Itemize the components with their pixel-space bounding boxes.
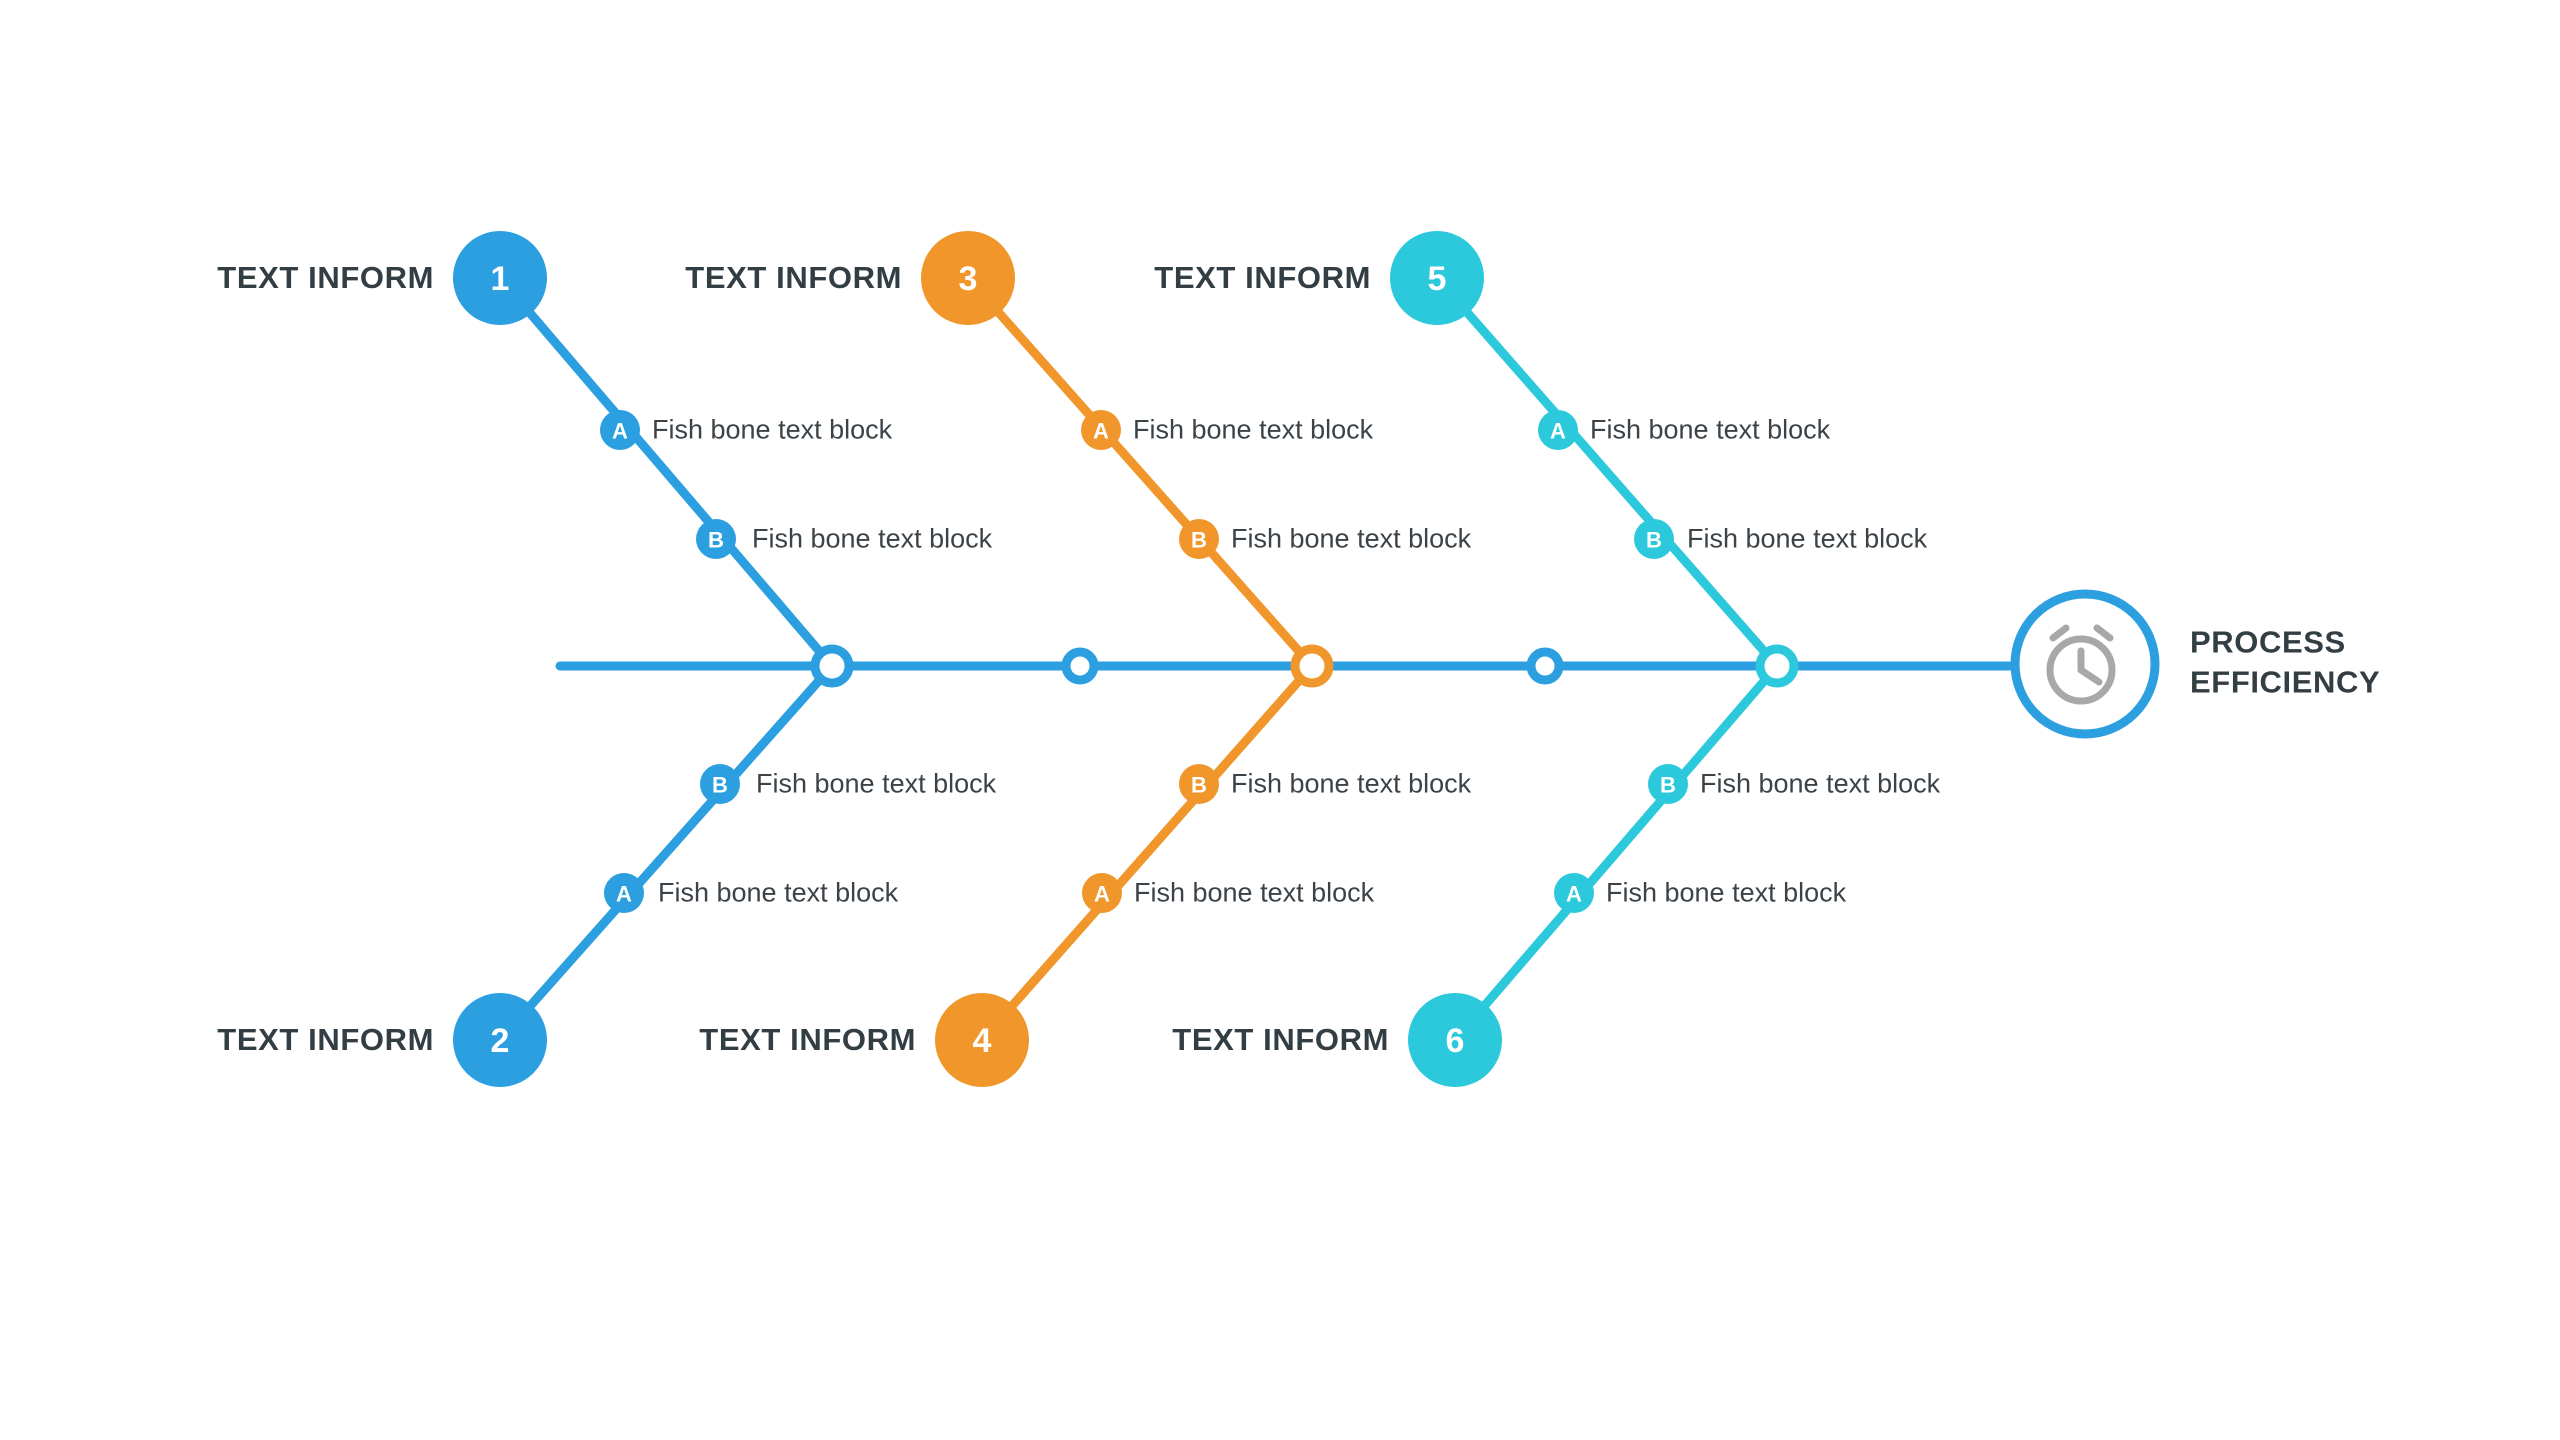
branch-3-bone-a-dot[interactable]: [1081, 410, 1121, 450]
branch-2-header: TEXT INFORM: [217, 1022, 434, 1057]
spine-plain-node-2[interactable]: [1526, 647, 1564, 685]
branch-1-bone-b-dot[interactable]: [696, 519, 736, 559]
branch-4-line: [977, 661, 1317, 1045]
branch-4-bone-b-dot[interactable]: [1179, 764, 1219, 804]
branch-5-bone-b-label: Fish bone text block: [1687, 523, 1928, 554]
branch-6-header: TEXT INFORM: [1172, 1022, 1389, 1057]
branch-4-number-circle[interactable]: [935, 993, 1029, 1087]
branch-5-bone-b-dot[interactable]: [1634, 519, 1674, 559]
head-group[interactable]: [2010, 589, 2160, 739]
branch-1-header: TEXT INFORM: [217, 260, 434, 295]
branch-2-bone-b-label: Fish bone text block: [756, 768, 997, 799]
branch-1-group[interactable]: 1 A B: [453, 231, 837, 671]
spine-junction-right-ring[interactable]: [1755, 644, 1799, 688]
alarm-clock-icon: [2046, 624, 2116, 705]
branch-6-line: [1450, 661, 1782, 1045]
branch-6-bone-b-label: Fish bone text block: [1700, 768, 1941, 799]
branch-2-line: [495, 661, 837, 1045]
branch-4-header: TEXT INFORM: [699, 1022, 916, 1057]
branch-5-number: 5: [1428, 260, 1447, 298]
branch-3-line: [963, 273, 1317, 671]
branch-3-number-circle[interactable]: [921, 231, 1015, 325]
branch-4-number: 4: [973, 1022, 992, 1060]
spine-junction-left-ring[interactable]: [810, 644, 854, 688]
spine-plain-node-1[interactable]: [1061, 647, 1099, 685]
branch-2-bone-a-label: Fish bone text block: [658, 877, 899, 908]
branch-2-bone-b-key: B: [712, 773, 728, 798]
branch-4-bone-a-key: A: [1094, 882, 1110, 907]
branch-6-bone-a-dot[interactable]: [1554, 873, 1594, 913]
branch-4-bone-b-key: B: [1191, 773, 1207, 798]
branch-1-bone-a-dot[interactable]: [600, 410, 640, 450]
branch-3-bone-a-label: Fish bone text block: [1133, 414, 1374, 445]
spine-junction-middle-ring[interactable]: [1290, 644, 1334, 688]
branch-5-group[interactable]: 5 A B: [1390, 231, 1782, 671]
branch-6-bone-b-key: B: [1660, 773, 1676, 798]
branch-6-number-circle[interactable]: [1408, 993, 1502, 1087]
branch-1-bone-a-label: Fish bone text block: [652, 414, 893, 445]
head-ring[interactable]: [2010, 589, 2160, 739]
branch-3-number: 3: [959, 260, 978, 298]
branch-4-group[interactable]: 4 B A: [935, 661, 1317, 1087]
head-title: PROCESS EFFICIENCY: [2190, 624, 2381, 699]
branch-1-bone-b-label: Fish bone text block: [752, 523, 993, 554]
branch-6-bone-b-dot[interactable]: [1648, 764, 1688, 804]
branch-6-group[interactable]: 6 B A: [1408, 661, 1782, 1087]
branch-1-number: 1: [491, 260, 510, 298]
branch-5-bone-a-label: Fish bone text block: [1590, 414, 1831, 445]
branch-6-number: 6: [1446, 1022, 1465, 1060]
branch-4-bone-a-label: Fish bone text block: [1134, 877, 1375, 908]
branch-5-bone-a-dot[interactable]: [1538, 410, 1578, 450]
branch-2-bone-b-dot[interactable]: [700, 764, 740, 804]
branch-2-group[interactable]: 2 B A: [453, 661, 837, 1087]
branch-1-bone-a-key: A: [612, 419, 628, 444]
branch-4-bone-a-dot[interactable]: [1082, 873, 1122, 913]
branch-3-bone-b-label: Fish bone text block: [1231, 523, 1472, 554]
branch-3-bone-a-key: A: [1093, 419, 1109, 444]
branch-3-bone-b-key: B: [1191, 528, 1207, 553]
branch-5-line: [1432, 273, 1782, 671]
branch-1-line: [495, 273, 837, 671]
branch-2-number-circle[interactable]: [453, 993, 547, 1087]
branch-2-bone-a-dot[interactable]: [604, 873, 644, 913]
branch-1-bone-b-key: B: [708, 528, 724, 553]
branch-3-header: TEXT INFORM: [685, 260, 902, 295]
branch-3-group[interactable]: 3 A B: [921, 231, 1317, 671]
branch-3-bone-b-dot[interactable]: [1179, 519, 1219, 559]
branch-6-bone-a-key: A: [1566, 882, 1582, 907]
branch-5-number-circle[interactable]: [1390, 231, 1484, 325]
branch-5-bone-b-key: B: [1646, 528, 1662, 553]
branch-5-header: TEXT INFORM: [1154, 260, 1371, 295]
branch-4-bone-b-label: Fish bone text block: [1231, 768, 1472, 799]
branch-1-number-circle[interactable]: [453, 231, 547, 325]
branch-2-bone-a-key: A: [616, 882, 632, 907]
branch-5-bone-a-key: A: [1550, 419, 1566, 444]
branch-6-bone-a-label: Fish bone text block: [1606, 877, 1847, 908]
branch-2-number: 2: [491, 1022, 510, 1060]
